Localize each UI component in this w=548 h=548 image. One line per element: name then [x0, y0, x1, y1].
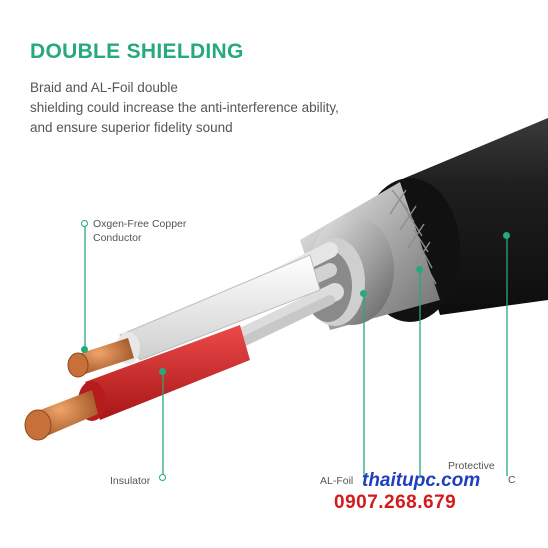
- jacket-callout-dot-top: [503, 232, 510, 239]
- protective-label: Protective C: [448, 459, 516, 487]
- braid-callout-dot-top: [416, 266, 423, 273]
- watermark-site: thaitupc.com: [362, 470, 481, 491]
- copper-conductor-top: [67, 338, 134, 378]
- watermark-phone: 0907.268.679: [334, 492, 457, 513]
- insulator-label: Insulator: [110, 475, 151, 487]
- conductor-label-line2: Conductor: [93, 232, 142, 244]
- description: Braid and AL-Foil double shielding could…: [30, 78, 390, 138]
- description-line-2: shielding could increase the anti-interf…: [30, 100, 339, 115]
- conductor-label-line1: Oxgen-Free Copper: [93, 218, 187, 230]
- protective-label-line2: C: [508, 474, 516, 486]
- page-title: DOUBLE SHIELDING: [30, 40, 244, 63]
- callout-lines: [84, 226, 508, 476]
- description-line-1: Braid and AL-Foil double: [30, 80, 178, 95]
- conductor-callout-dot-bottom: [81, 346, 88, 353]
- protective-label-line1: Protective: [448, 460, 495, 472]
- al-foil-label: AL-Foil: [320, 475, 354, 487]
- copper-conductor-bottom: [24, 390, 98, 441]
- insulator-callout-dot-bottom: [159, 474, 166, 481]
- conductor-callout-dot-top: [81, 220, 88, 227]
- conductor-label: Oxgen-Free Copper Conductor: [93, 217, 186, 245]
- description-line-3: and ensure superior fidelity sound: [30, 120, 233, 135]
- foil-callout-dot-top: [360, 290, 367, 297]
- insulator-callout-dot-top: [159, 368, 166, 375]
